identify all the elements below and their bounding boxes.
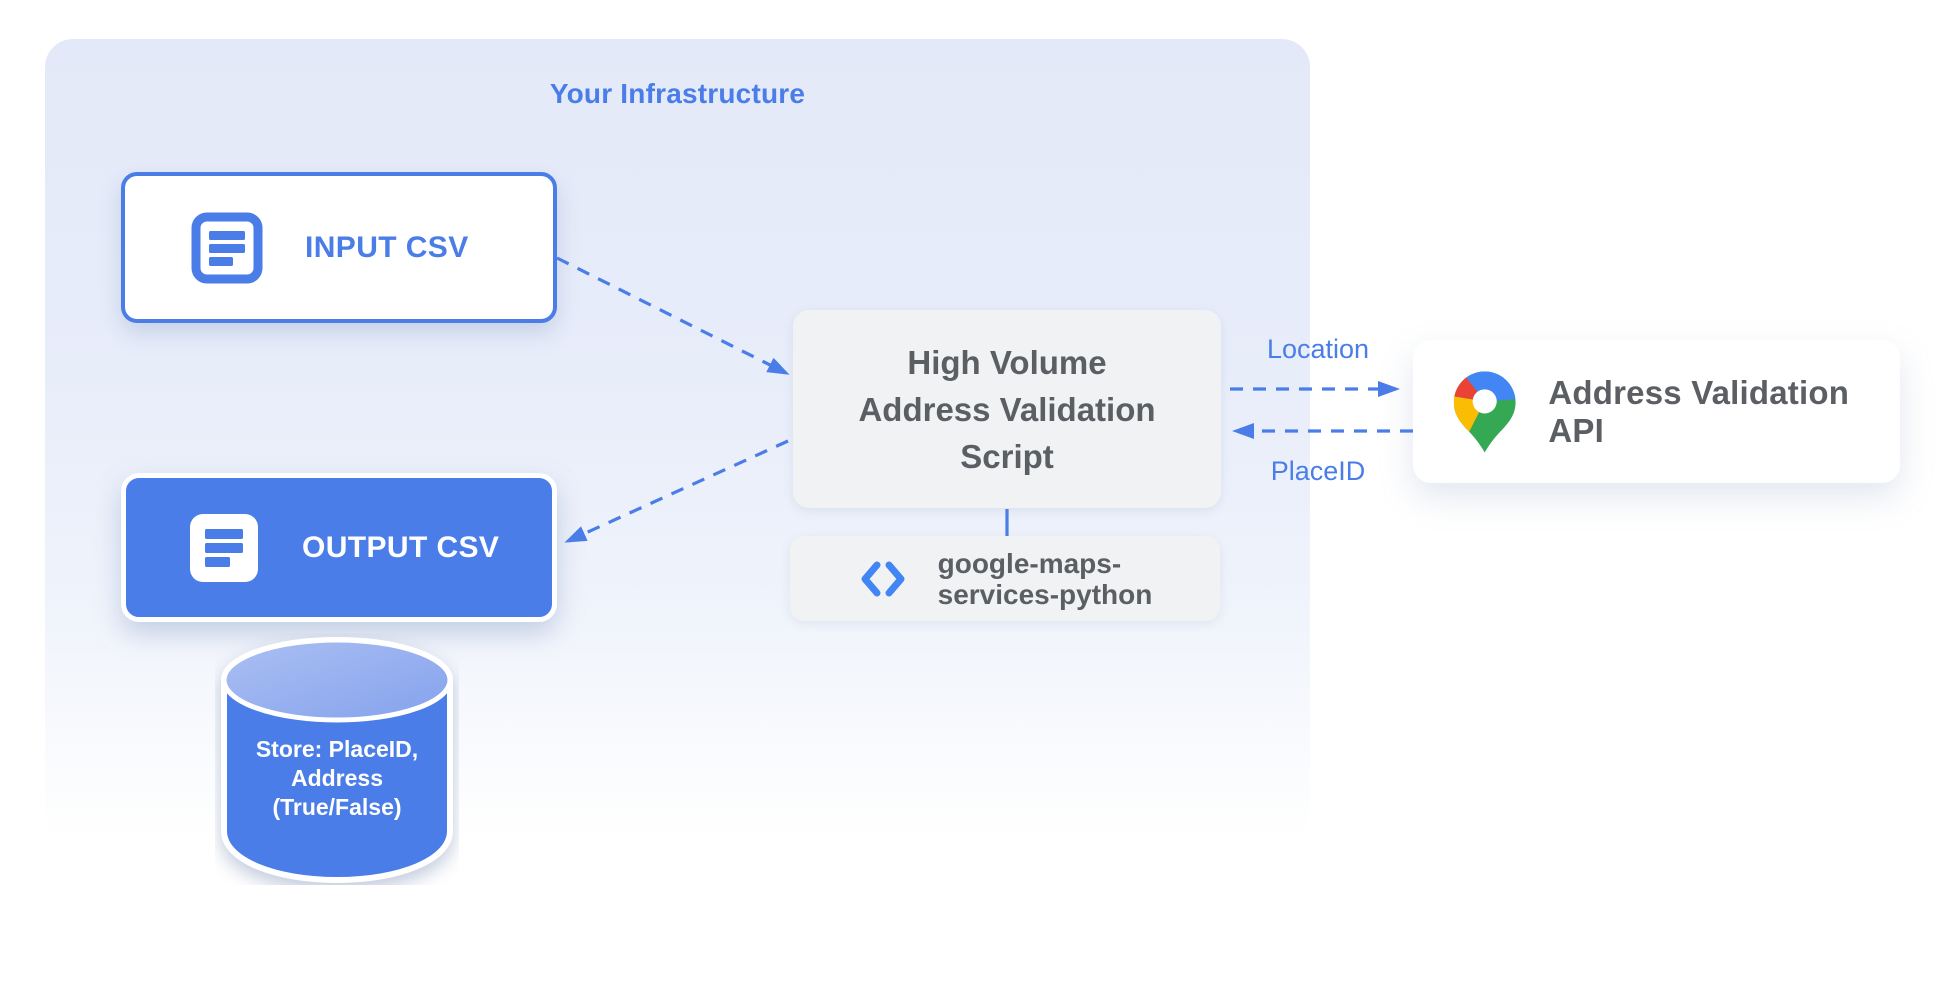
datastore-label-line: Store: PlaceID, (255, 736, 419, 762)
script-label-line: Address Validation (858, 390, 1156, 428)
code-icon (861, 561, 905, 596)
cylinder-icon (221, 636, 453, 884)
placeid-edge-label: PlaceID (1270, 456, 1366, 486)
library-label-line: google-maps- (937, 547, 1122, 579)
datastore-label: Store: PlaceID, Address (True/False) (215, 735, 459, 822)
datastore-label-line: (True/False) (272, 794, 402, 820)
document-icon (191, 212, 263, 283)
location-edge-label: Location (1266, 334, 1370, 364)
datastore-cylinder: Store: PlaceID, Address (True/False) (215, 633, 459, 885)
script-node: High Volume Address Validation Script (793, 310, 1221, 508)
infrastructure-panel-title: Your Infrastructure (549, 78, 806, 109)
document-icon (190, 513, 258, 582)
script-label-line: High Volume (907, 343, 1107, 381)
library-label-line: services-python (937, 578, 1153, 610)
library-node: google-maps- services-python (790, 536, 1220, 621)
library-label: google-maps- services-python (938, 548, 1153, 610)
input-csv-label: INPUT CSV (305, 230, 469, 264)
datastore-label-line: Address (290, 765, 384, 791)
api-card: Address Validation API (1413, 340, 1900, 483)
input-csv-node: INPUT CSV (121, 172, 557, 323)
api-label: Address Validation API (1548, 373, 1850, 449)
google-maps-pin-icon (1453, 370, 1516, 453)
output-csv-node: OUTPUT CSV (121, 473, 557, 622)
output-csv-label: OUTPUT CSV (302, 530, 500, 564)
script-label-line: Script (960, 437, 1054, 475)
